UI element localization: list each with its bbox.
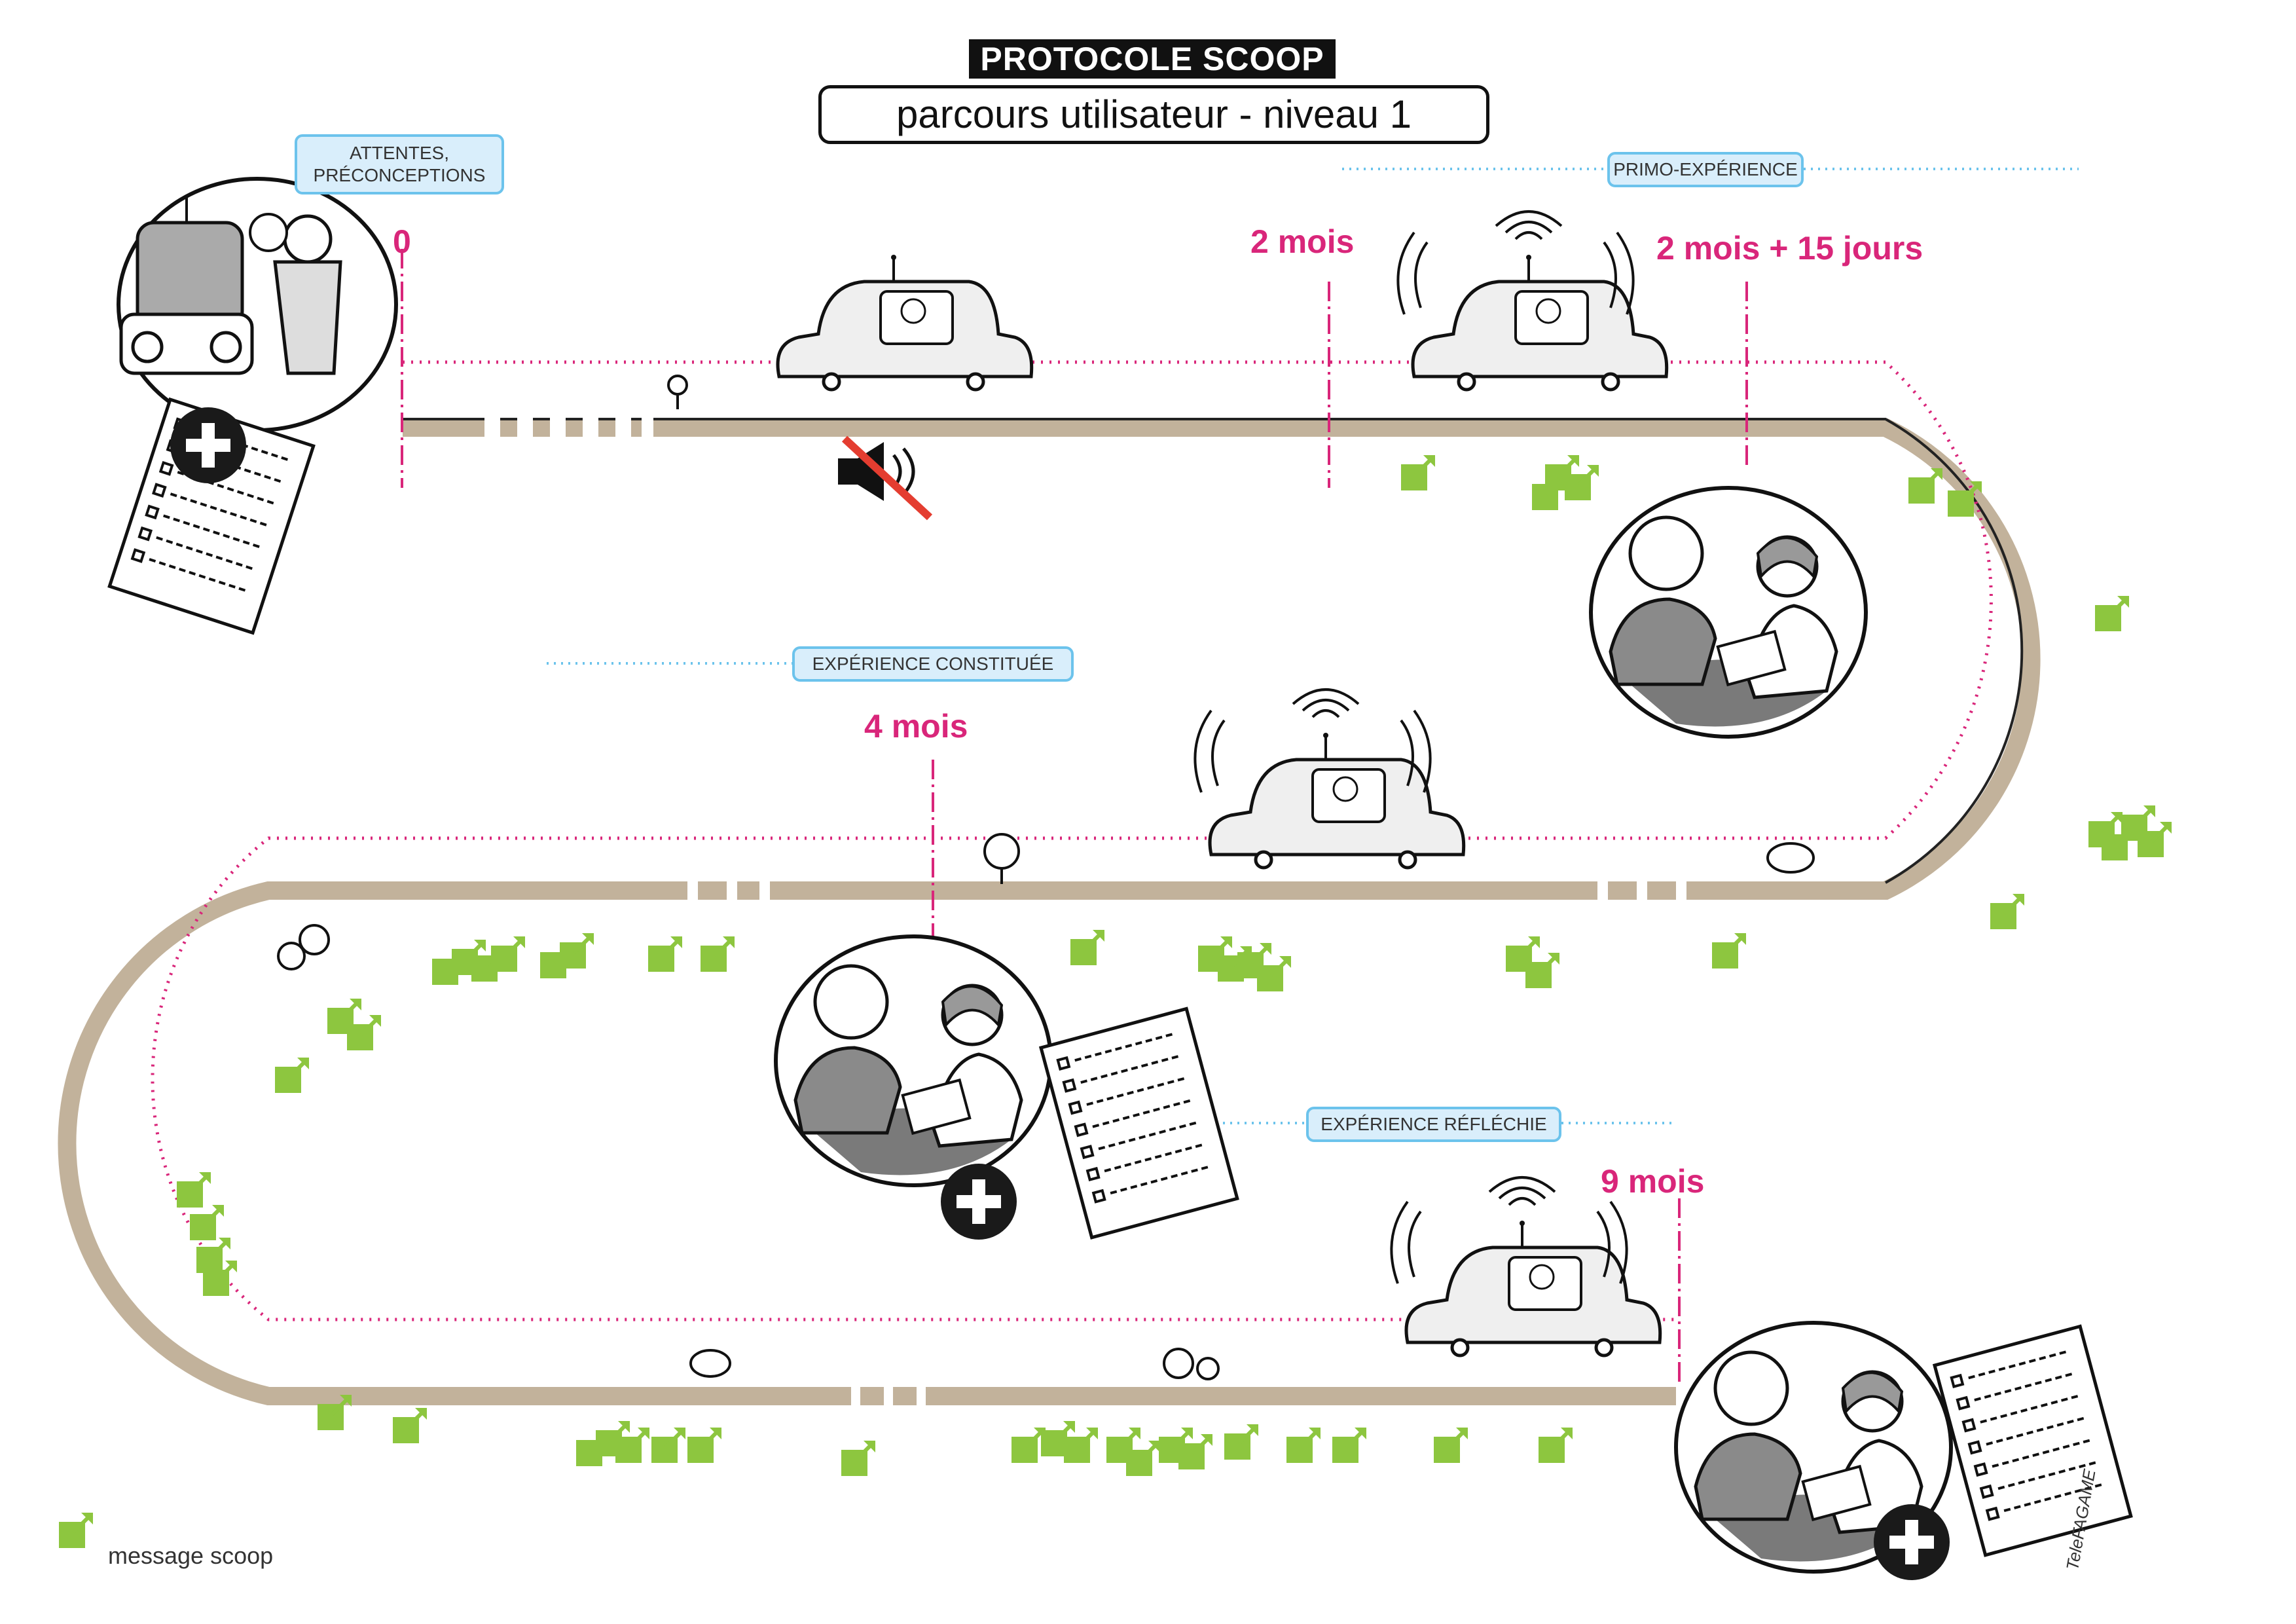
- page-subtitle: parcours utilisateur - niveau 1: [818, 85, 1489, 144]
- questionnaire-icon: [1935, 1326, 2131, 1555]
- mute-speaker-icon: [838, 435, 933, 521]
- robot-car-icon: [1406, 1176, 1660, 1356]
- robot-car-icon: [1210, 688, 1464, 868]
- plus-icon: [941, 1164, 1017, 1240]
- time-marker-2-months-15-days: 2 mois + 15 jours: [1656, 230, 1923, 267]
- time-marker-9-months: 9 mois: [1601, 1163, 1705, 1200]
- car-icon: [778, 255, 1032, 390]
- message-scoop-icon: [59, 1513, 93, 1548]
- time-marker-2-months: 2 mois: [1250, 223, 1355, 260]
- plus-icon: [170, 407, 246, 483]
- time-marker-4-months: 4 mois: [864, 708, 968, 745]
- page-title: PROTOCOLE SCOOP: [969, 39, 1336, 79]
- questionnaire-icon: [1041, 1008, 1237, 1237]
- message-scoop-icons: [177, 455, 2172, 1476]
- expectations-bubble: [117, 177, 398, 432]
- interview-icon: [776, 936, 1051, 1185]
- legend-label: message scoop: [108, 1542, 274, 1569]
- phase-primo-experience: PRIMO-EXPÉRIENCE: [1607, 152, 1804, 187]
- phase-reflected-experience: EXPÉRIENCE RÉFLÉCHIE: [1306, 1107, 1561, 1142]
- road: [58, 418, 2041, 1405]
- phase-expectations: ATTENTES, PRÉCONCEPTIONS: [295, 134, 504, 194]
- interview-icon: [1591, 488, 1866, 737]
- plus-icon: [1874, 1504, 1950, 1580]
- time-marker-0: 0: [393, 223, 411, 260]
- phase-constituted-experience: EXPÉRIENCE CONSTITUÉE: [792, 646, 1074, 682]
- timeline-path: [151, 360, 1993, 1321]
- robot-car-icon: [1413, 210, 1667, 390]
